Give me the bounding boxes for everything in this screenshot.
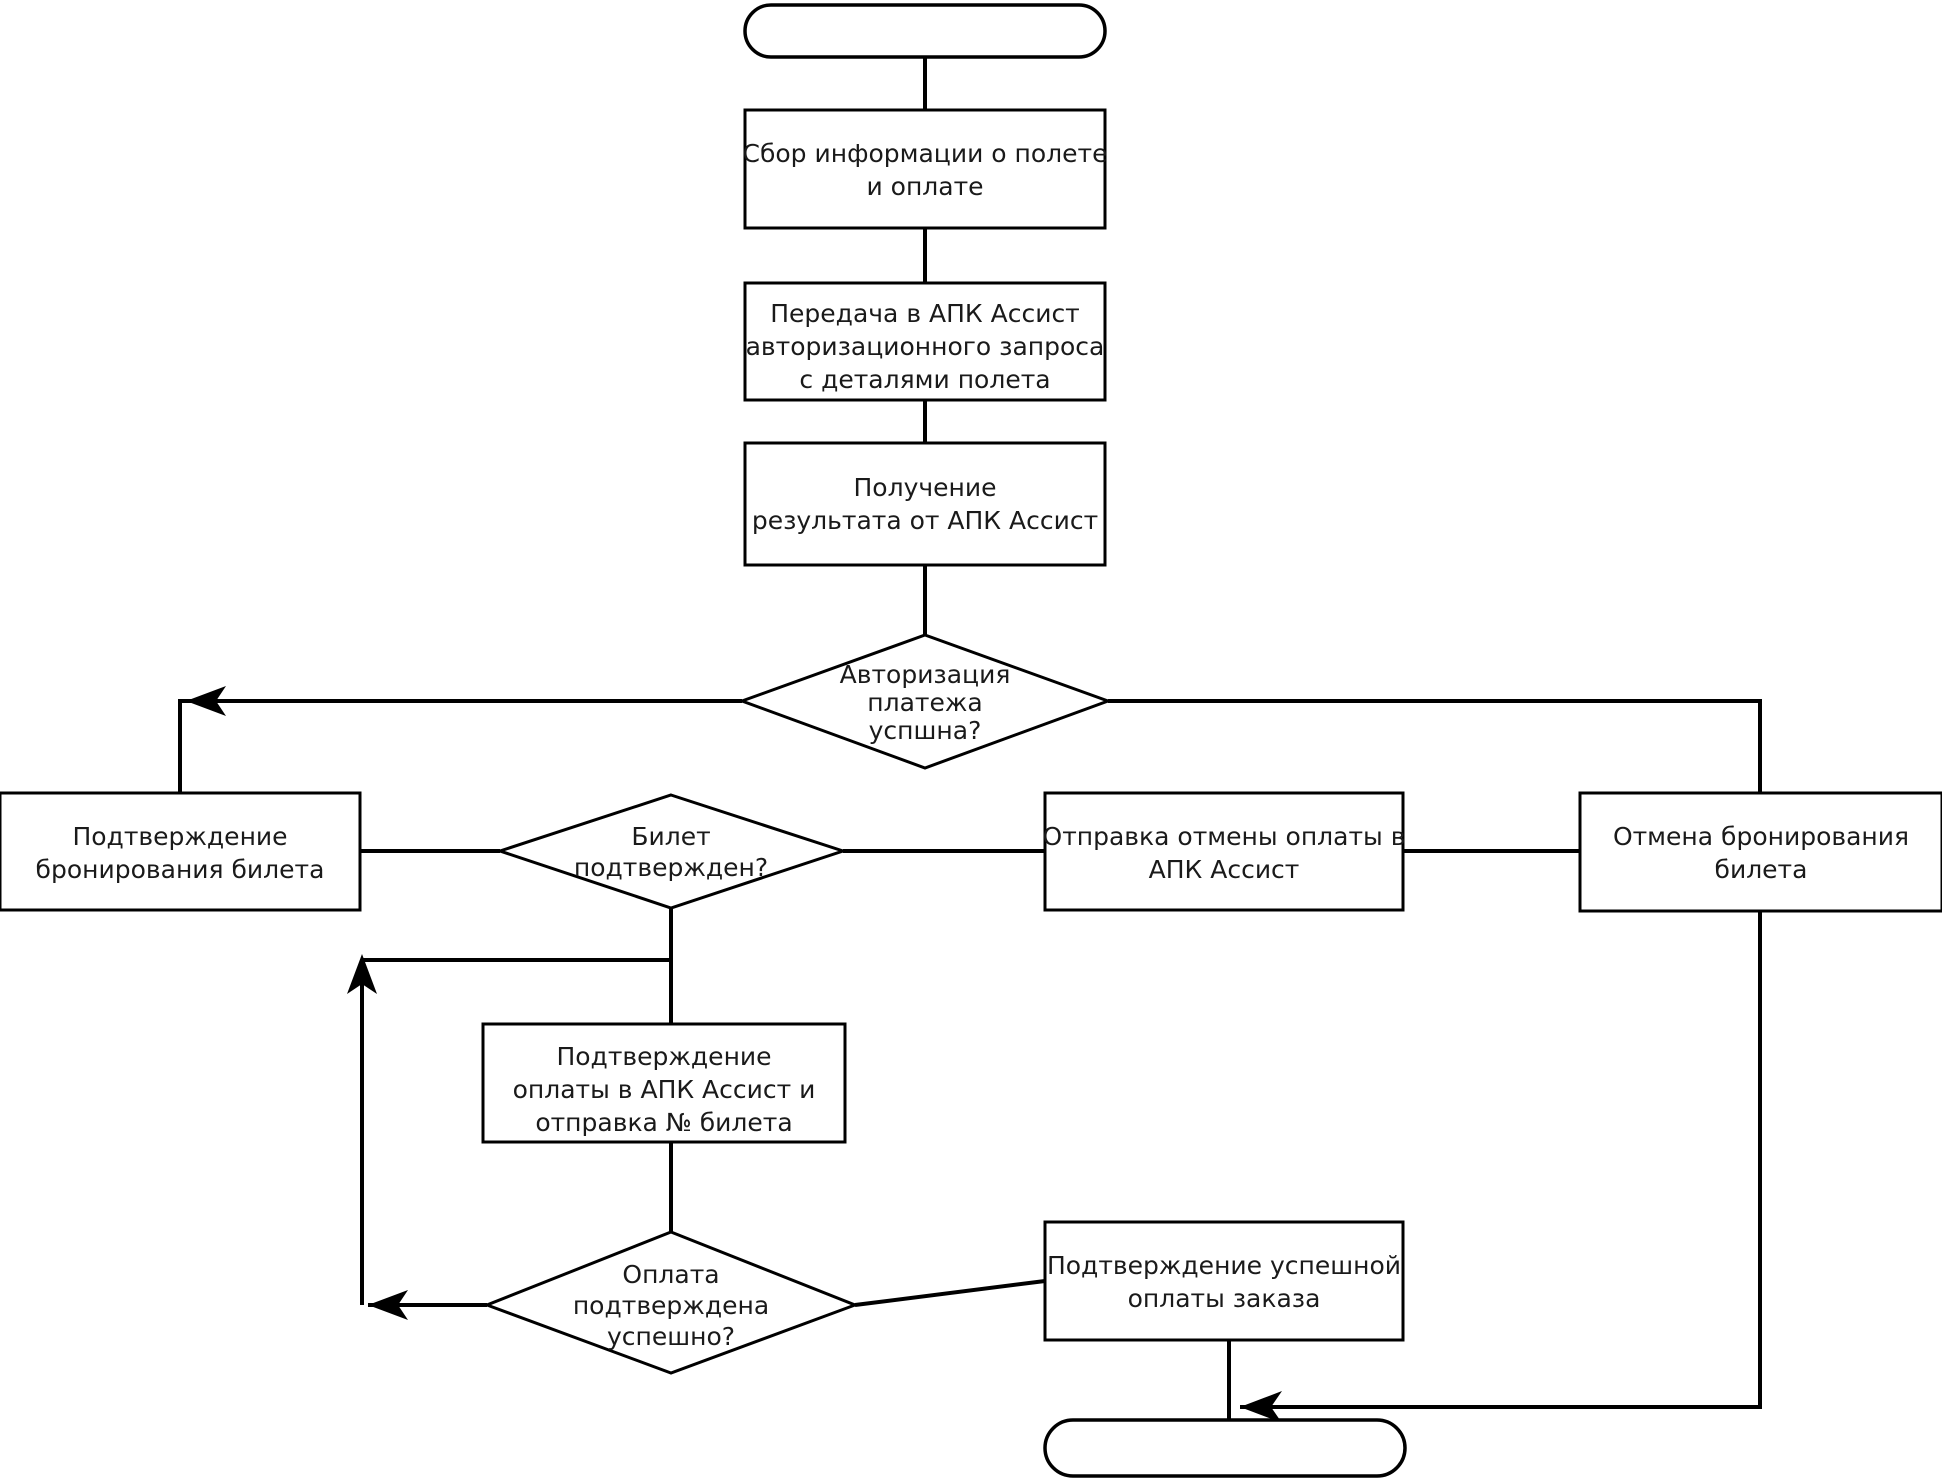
arrow-head-auth-to-confirm-booking [186,686,226,716]
cancel-booking-label-line-2: билета [1715,855,1808,884]
edge-auth-decision-to-cancel-booking [1108,699,1762,793]
auth-success-decision-diamond [737,633,1113,770]
send-auth-request-label-line-1: Передача в АПК Ассист [770,299,1080,328]
receive-result-label-line-2: результата от АПК Ассист [752,506,1098,535]
confirm-booking-label-line-2: бронирования билета [36,855,325,884]
confirm-booking-label-line-1: Подтверждение [72,822,287,851]
node-send-auth-request[interactable]: Передача в АПК Ассист авторизационного з… [743,281,1107,402]
edge-cancel-booking-to-end [1240,911,1762,1409]
order-paid-confirmation-label-line-2: оплаты заказа [1128,1284,1321,1313]
node-start[interactable] [743,3,1107,59]
node-ticket-confirmed-decision[interactable]: Билет подтвержден? [495,793,848,910]
payment-confirmed-decision-label-line-1: Оплата [622,1260,719,1289]
ticket-confirmed-decision-label-line-2: подтвержден? [574,853,768,882]
arrow-head-retry-up [347,954,377,994]
edge-payment-decision-to-order-paid [854,1279,1046,1307]
edge-auth-decision-to-confirm-booking [178,699,742,793]
send-payment-cancel-label-line-2: АПК Ассист [1149,855,1300,884]
payment-confirmed-decision-label-line-2: подтверждена [573,1291,769,1320]
confirm-payment-label-line-1: Подтверждение [556,1042,771,1071]
node-send-payment-cancel[interactable]: Отправка отмены оплаты в АПК Ассист [1043,791,1406,912]
order-paid-confirmation-label-line-1: Подтверждение успешной [1047,1251,1401,1280]
receive-result-box [743,441,1107,567]
order-paid-confirmation-box [1043,1220,1405,1342]
payment-confirmed-decision-label-line-3: успешно? [607,1322,735,1351]
send-auth-request-box [743,281,1107,402]
cancel-booking-box [1578,791,1942,913]
node-end[interactable] [1043,1418,1407,1478]
collect-info-label-line-2: и оплате [866,172,983,201]
collect-info-label-line-1: Сбор информации о полете [743,139,1108,168]
confirm-payment-label-line-2: оплаты в АПК Ассист и [513,1075,816,1104]
send-auth-request-label-line-2: авторизационного запроса [746,332,1105,361]
start-terminal-shape [743,3,1107,59]
edges-layer [178,57,1762,1423]
confirm-payment-label-line-3: отправка № билета [535,1108,792,1137]
ticket-confirmed-decision-label-line-1: Билет [631,822,710,851]
receive-result-label-line-1: Получение [854,473,997,502]
collect-info-box [743,108,1107,230]
send-auth-request-label-line-3: с деталями полета [799,365,1050,394]
node-collect-info[interactable]: Сбор информации о полете и оплате [743,108,1108,230]
cancel-booking-label-line-1: Отмена бронирования [1613,822,1909,851]
node-cancel-booking[interactable]: Отмена бронирования билета [1578,791,1942,913]
node-auth-success-decision[interactable]: Авторизация платежа успшна? [737,633,1113,770]
arrow-head-payment-retry-left [368,1290,408,1320]
node-receive-result[interactable]: Получение результата от АПК Ассист [743,441,1107,567]
node-confirm-booking[interactable]: Подтверждение бронирования билета [0,791,362,912]
auth-success-decision-label-line-3: успшна? [869,716,982,745]
auth-success-decision-label-line-1: Авторизация [840,660,1011,689]
auth-success-decision-label-line-2: платежа [867,688,982,717]
node-confirm-payment[interactable]: Подтверждение оплаты в АПК Ассист и отпр… [481,1022,847,1144]
node-order-paid-confirmation[interactable]: Подтверждение успешной оплаты заказа [1043,1220,1405,1342]
confirm-payment-box [481,1022,847,1144]
end-terminal-shape [1043,1418,1407,1478]
send-payment-cancel-label-line-1: Отправка отмены оплаты в [1043,822,1406,851]
send-payment-cancel-box [1043,791,1405,912]
arrow-head-cancel-booking-to-end [1240,1391,1282,1423]
confirm-booking-box [0,791,362,912]
payment-confirmed-decision-diamond [482,1230,860,1375]
node-payment-confirmed-decision[interactable]: Оплата подтверждена успешно? [482,1230,860,1375]
ticket-confirmed-decision-diamond [495,793,848,910]
